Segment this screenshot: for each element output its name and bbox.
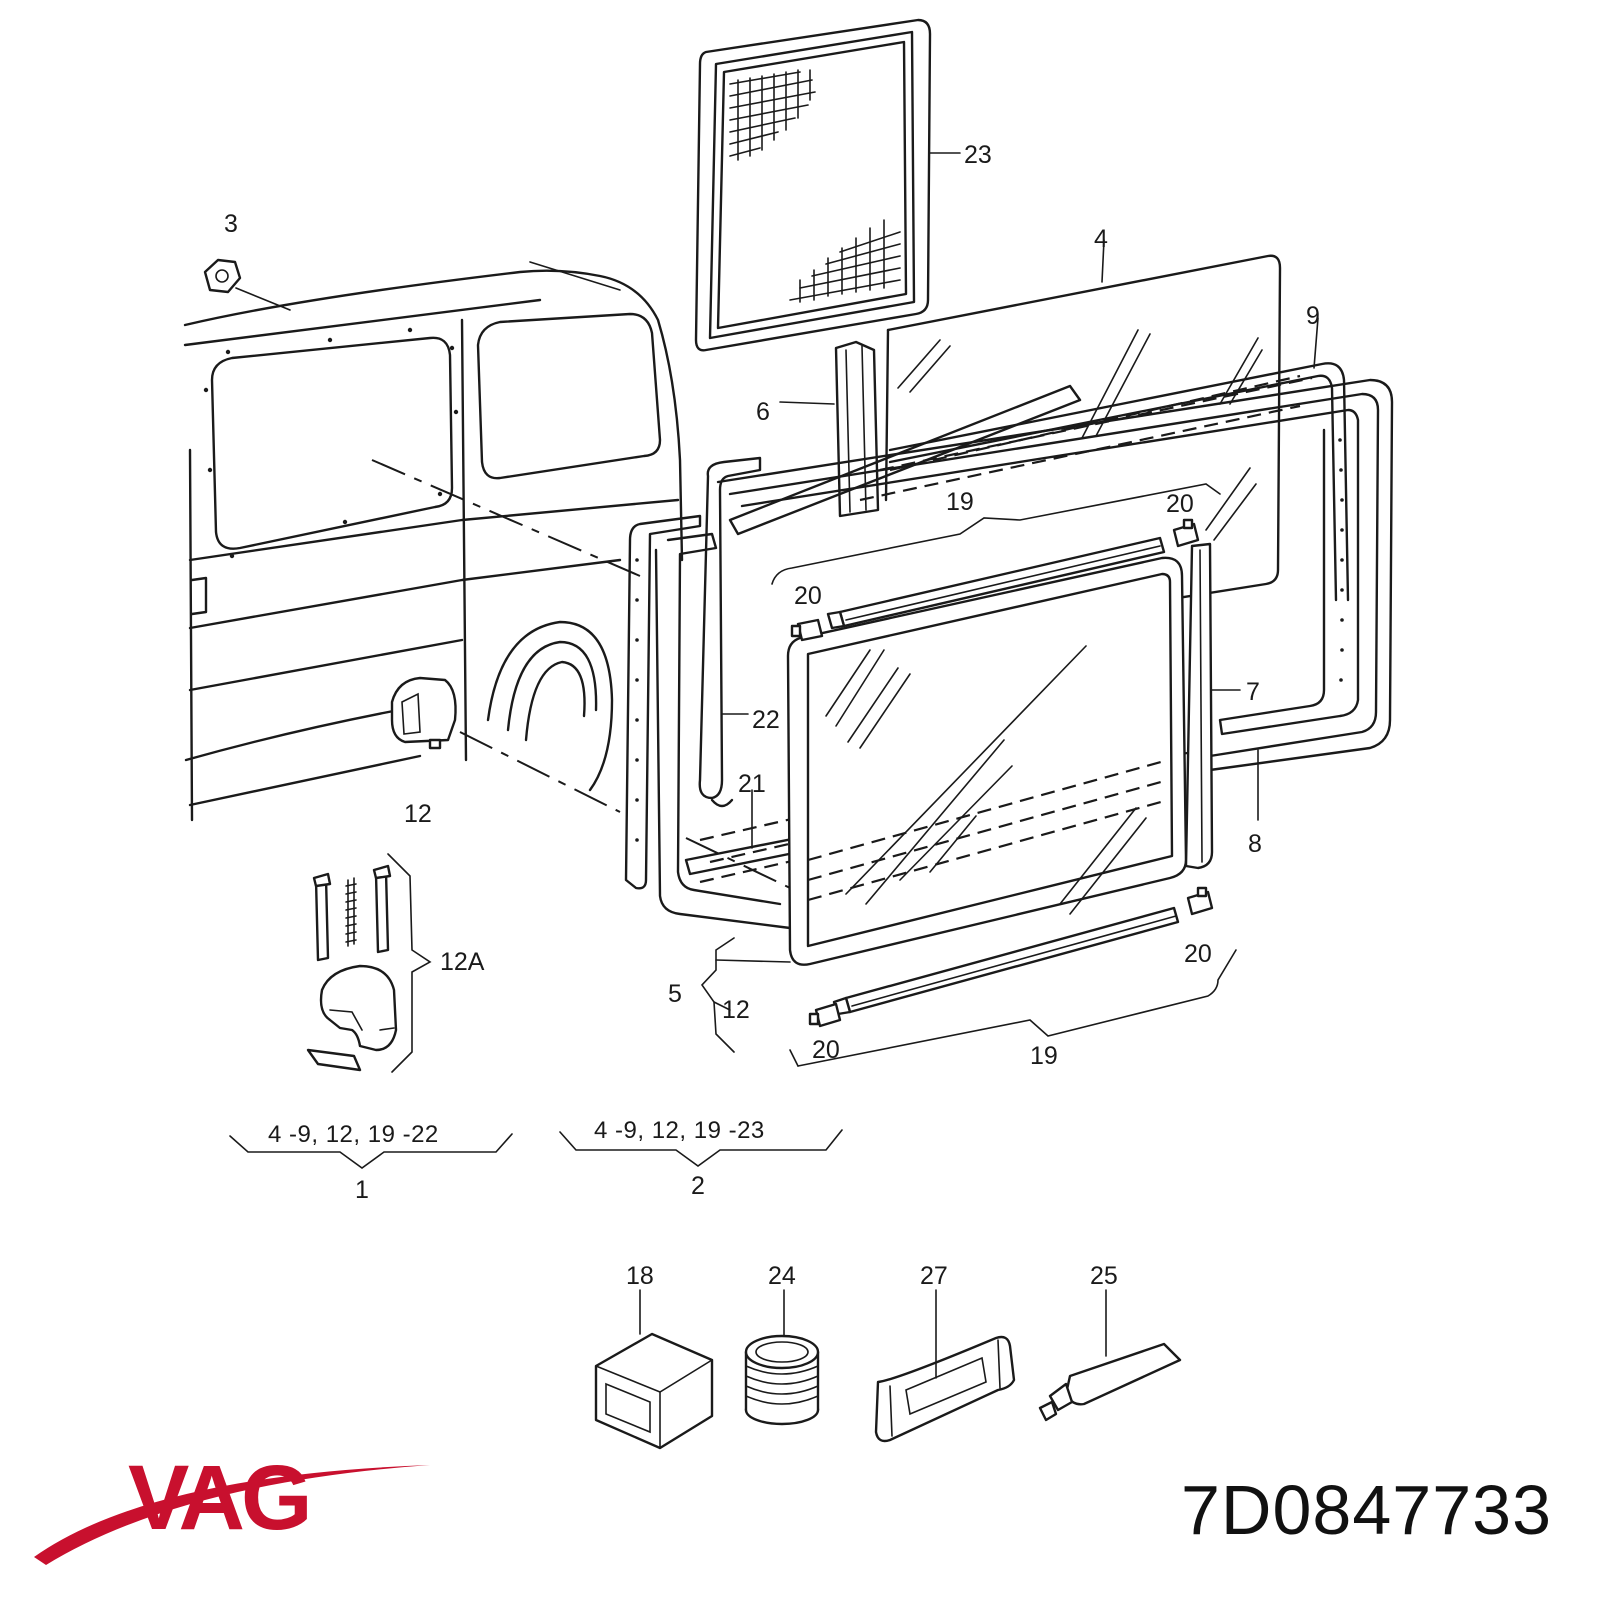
- callout-12a: 12A: [440, 948, 485, 976]
- assembly-2-number: 2: [691, 1172, 705, 1200]
- packet-27: [874, 1289, 1016, 1443]
- callout-20-bottom-left: 20: [812, 1036, 840, 1064]
- assembly-1-number: 1: [355, 1176, 369, 1204]
- vag-logo: VAG: [34, 1447, 430, 1565]
- clip-20-bottom-right: [1186, 886, 1214, 916]
- assembly-bracket-2: [559, 1129, 843, 1167]
- assembly-bracket-1: [229, 1133, 513, 1169]
- part-number: 7D0847733: [1181, 1471, 1552, 1549]
- callout-9: 9: [1306, 302, 1320, 330]
- hidden-edge: [859, 404, 1301, 502]
- logo-swoosh: [34, 1465, 430, 1565]
- assembly-1-range: 4 -9, 12, 19 -22: [268, 1121, 439, 1148]
- tape-roll-24: [744, 1289, 820, 1426]
- bracket-5: [700, 937, 791, 1053]
- callout-21: 21: [738, 770, 766, 798]
- callout-5: 5: [668, 980, 682, 1008]
- pillar-strip-6: [779, 340, 880, 518]
- callout-20-bottom-right: 20: [1184, 940, 1212, 968]
- callout-6: 6: [756, 398, 770, 426]
- top-strip: [728, 384, 1082, 536]
- callout-18: 18: [626, 1262, 654, 1290]
- callout-19-bottom: 19: [1030, 1042, 1058, 1070]
- callout-25: 25: [1090, 1262, 1118, 1290]
- assembly-2-range: 4 -9, 12, 19 -23: [594, 1117, 765, 1144]
- clip-20-top-right: [1172, 518, 1200, 548]
- lamp-12: [390, 676, 621, 813]
- guide-rail-top-19: [826, 536, 1166, 630]
- callout-12-group: 12: [722, 996, 750, 1024]
- tube-25: [1038, 1289, 1182, 1422]
- callout-23: 23: [964, 141, 992, 169]
- callout-20-left: 20: [794, 582, 822, 610]
- window-frame-8: [716, 378, 1394, 821]
- kit-12a: [306, 853, 432, 1073]
- callout-19-top: 19: [946, 488, 974, 516]
- callout-3: 3: [224, 210, 238, 238]
- callout-20-top-right: 20: [1166, 490, 1194, 518]
- logo-wordmark: VAG: [128, 1447, 309, 1549]
- van-body-side-panel: [183, 261, 684, 822]
- callout-22: 22: [752, 706, 780, 734]
- clip-20-left: [790, 618, 824, 642]
- callout-4: 4: [1094, 225, 1108, 253]
- callout-7: 7: [1246, 678, 1260, 706]
- guide-rail-bottom-19: [832, 906, 1180, 1016]
- callout-8: 8: [1248, 830, 1262, 858]
- hidden-edge: [889, 374, 1301, 472]
- mesh-screen-23: [694, 18, 961, 352]
- vertical-strip-7: [1184, 542, 1241, 870]
- rubber-seal-22: [698, 456, 762, 808]
- reference-line: [371, 459, 641, 577]
- callout-24: 24: [768, 1262, 796, 1290]
- sliding-glass-5: [786, 556, 1188, 966]
- clip-20-bottom-left: [808, 1002, 842, 1028]
- box-18: [594, 1289, 714, 1450]
- nut-3: [203, 258, 291, 311]
- bracket-19-bottom: [789, 949, 1237, 1067]
- bracket-19-top: [771, 483, 1221, 585]
- callout-27: 27: [920, 1262, 948, 1290]
- callout-12-lamp: 12: [404, 800, 432, 828]
- frame-seal-left: [624, 514, 792, 930]
